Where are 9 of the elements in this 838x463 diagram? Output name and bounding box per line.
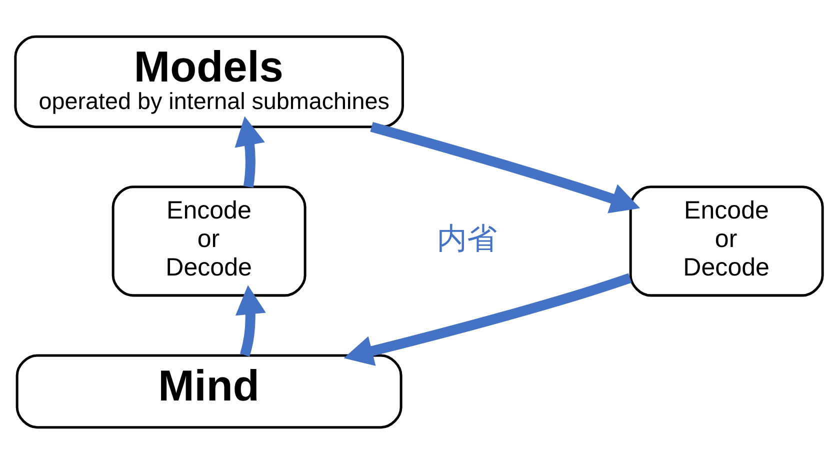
arrow	[344, 272, 632, 366]
arrow	[234, 116, 265, 188]
arrow	[370, 122, 640, 213]
node-box: Mind	[16, 354, 402, 428]
label: 内省	[436, 222, 497, 256]
arrow	[235, 284, 266, 356]
node-box: Models operated by internal submachines	[14, 34, 404, 128]
node-box: Encode or Decode	[112, 185, 306, 296]
node-box: Encode or Decode	[629, 185, 824, 296]
